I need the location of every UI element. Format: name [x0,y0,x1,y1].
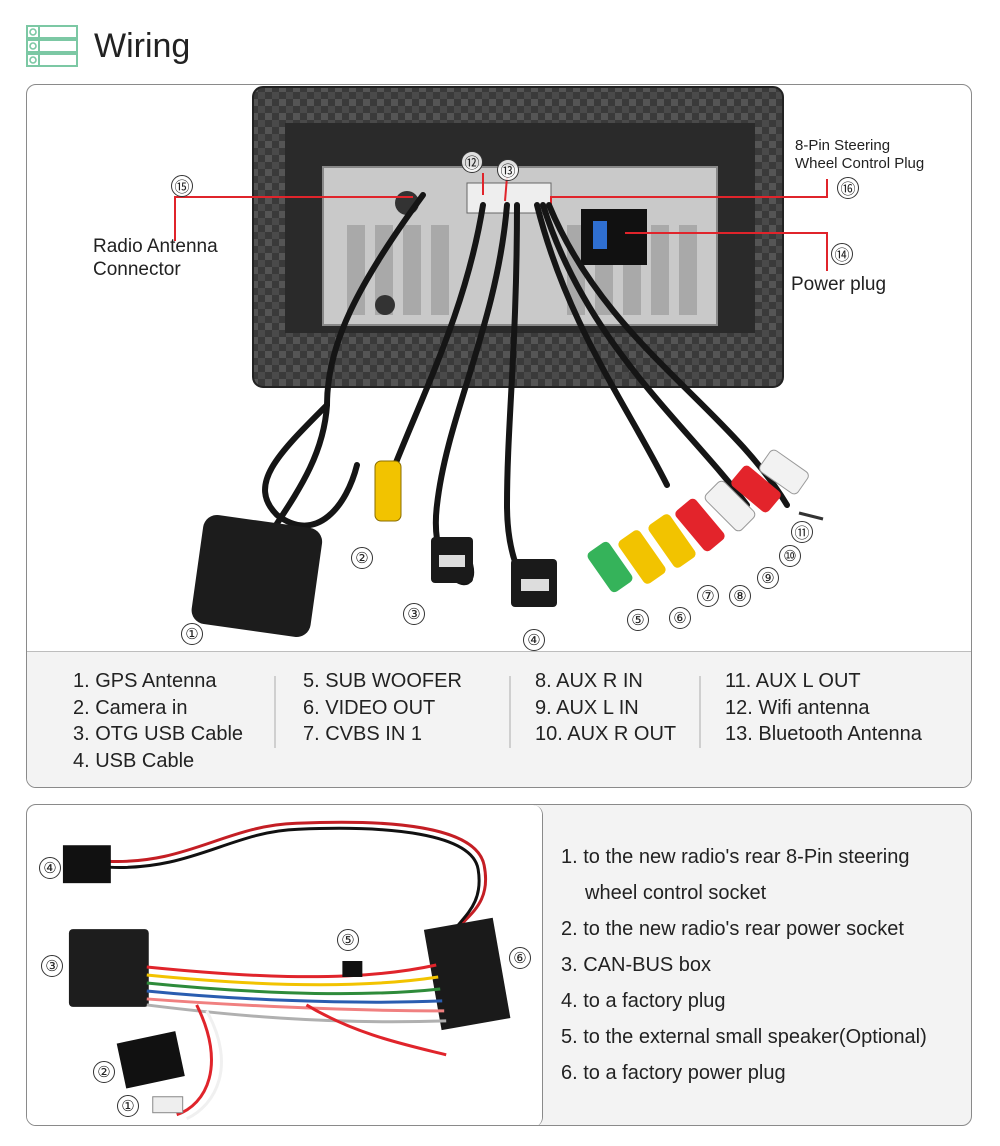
list-icon [26,25,78,67]
legend-item: 6. VIDEO OUT [303,696,436,719]
legend-item: 12. Wifi antenna [725,696,870,719]
marker-11: ⑪ [791,521,813,543]
marker-12: ⑫ [461,151,483,173]
harness-item-1-continued: wheel control socket [585,882,767,904]
harness-marker-2: ② [93,1061,115,1083]
legend-column-4: 11. AUX L OUT 12. Wifi antenna 13. Bluet… [725,668,922,748]
steering-plug-callout: 8-Pin Steering Wheel Control Plug [795,137,924,173]
legend-item: 5. SUB WOOFER [303,670,462,692]
page-header: Wiring [26,24,190,68]
legend-item: 10. AUX R OUT [535,723,677,745]
marker-4: ④ [523,629,545,651]
harness-item-2: 2. to the new radio's rear power socket [561,918,904,940]
harness-item-6: 6. to a factory power plug [561,1062,786,1084]
marker-3: ③ [403,603,425,625]
steering-label-line1: 8-Pin Steering [795,137,891,154]
legend-column-2: 5. SUB WOOFER 6. VIDEO OUT 7. CVBS IN 1 [303,668,462,748]
steering-label-line2: Wheel Control Plug [795,155,925,172]
marker-8: ⑧ [729,585,751,607]
harness-item-5: 5. to the external small speaker(Optiona… [561,1026,927,1048]
marker-13: ⑬ [497,159,519,181]
legend-item: 9. AUX L IN [535,696,639,719]
marker-14: ⑭ [831,243,853,265]
page-title: Wiring [94,26,191,65]
legend-column-3: 8. AUX R IN 9. AUX L IN 10. AUX R OUT [535,668,676,748]
harness-marker-6: ⑥ [509,947,531,969]
harness-marker-3: ③ [41,955,63,977]
legend-item: 4. USB Cable [73,749,195,772]
radio-antenna-callout: Radio Antenna Connector [93,235,218,281]
harness-marker-1: ① [117,1095,139,1117]
wiring-diagram-panel: Radio Antenna Connector 8-Pin Steering W… [26,84,972,788]
legend-divider [509,676,511,748]
harness-description-list: 1. to the new radio's rear 8-Pin steerin… [561,839,927,1091]
legend-item: 13. Bluetooth Antenna [725,723,922,745]
marker-15: ⑮ [171,175,193,197]
marker-5: ⑤ [627,609,649,631]
marker-9: ⑨ [757,567,779,589]
harness-panel: ④ ③ ⑤ ⑥ ② ① 1. to the new radio's rear 8… [26,804,972,1126]
radio-antenna-label-line1: Radio Antenna [93,236,218,257]
legend-item: 7. CVBS IN 1 [303,723,422,745]
power-plug-callout: Power plug [791,274,887,295]
legend-item: 1. GPS Antenna [73,670,217,692]
wiring-legend: 1. GPS Antenna 2. Camera in 3. OTG USB C… [27,651,971,787]
harness-item-1: 1. to the new radio's rear 8-Pin steerin… [561,846,910,868]
legend-item: 2. Camera in [73,696,188,719]
legend-item: 11. AUX L OUT [725,670,861,692]
marker-7: ⑦ [697,585,719,607]
legend-column-1: 1. GPS Antenna 2. Camera in 3. OTG USB C… [73,668,243,774]
marker-16: ⑯ [837,177,859,199]
harness-marker-5: ⑤ [337,929,359,951]
marker-10: ⑩ [779,545,801,567]
harness-item-4: 4. to a factory plug [561,990,726,1012]
marker-2: ② [351,547,373,569]
marker-6: ⑥ [669,607,691,629]
harness-marker-4: ④ [39,857,61,879]
legend-divider [274,676,276,748]
legend-divider [699,676,701,748]
harness-item-3: 3. CAN-BUS box [561,954,712,976]
legend-item: 8. AUX R IN [535,670,643,692]
marker-1: ① [181,623,203,645]
legend-item: 3. OTG USB Cable [73,723,244,745]
radio-antenna-label-line2: Connector [93,259,181,280]
head-unit-rear-photo [174,86,828,637]
